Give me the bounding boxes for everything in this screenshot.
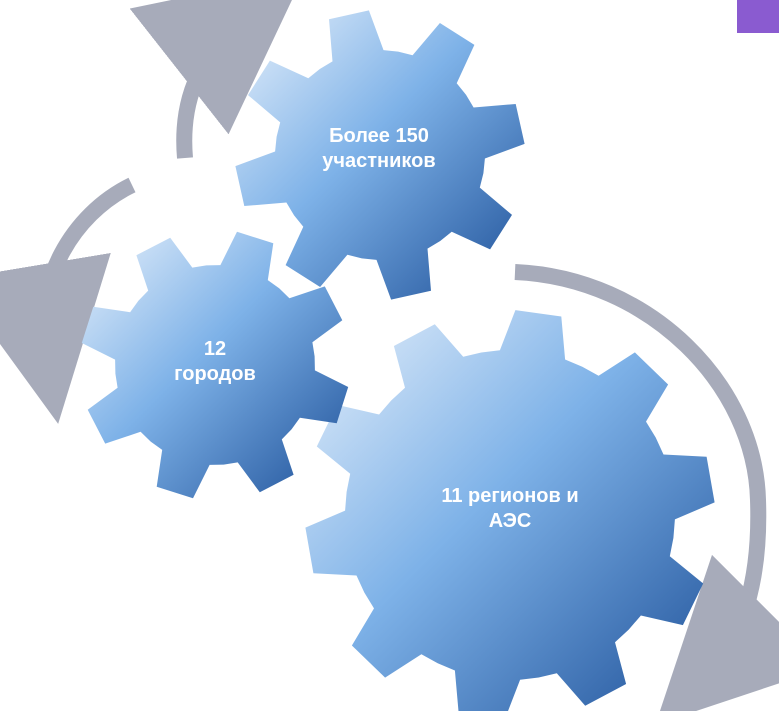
gear-small-label-line2: городов (174, 363, 256, 385)
gear-large-label-line1: 11 регионов и (441, 485, 578, 507)
corner-accent-tab (737, 0, 779, 33)
gear-large-label-line2: АЭС (489, 510, 532, 532)
gear-icon (305, 310, 715, 711)
gear-icon (235, 10, 525, 300)
curved-arrow-icon (514, 264, 779, 711)
gear-medium-label-line2: участников (322, 150, 435, 172)
gear-body (235, 10, 525, 300)
curved-arrow-icon (129, 0, 305, 159)
gear-icon (81, 231, 349, 499)
gear-small-label-line1: 12 (204, 338, 226, 360)
curved-arrow-icon (0, 177, 136, 424)
gear-medium-label-line1: Более 150 (329, 125, 429, 147)
gear-body (81, 231, 349, 499)
gear-body (305, 310, 715, 711)
